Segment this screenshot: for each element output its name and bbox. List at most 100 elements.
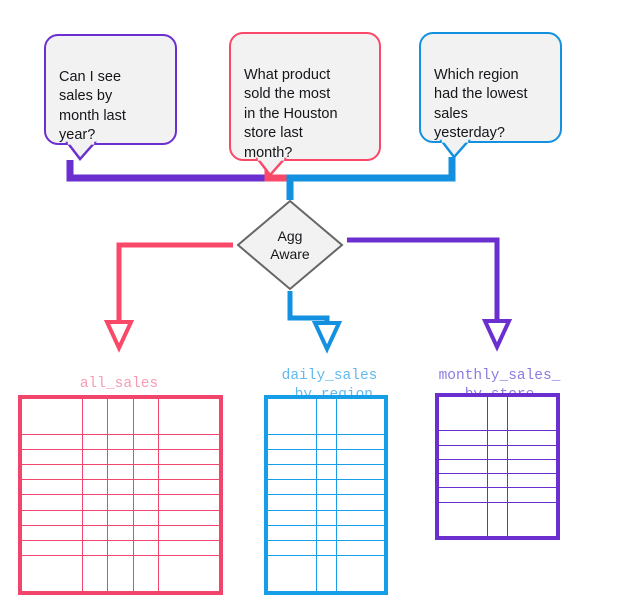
table-cell bbox=[486, 458, 509, 475]
table-cell bbox=[157, 494, 222, 511]
table-cell bbox=[265, 554, 317, 594]
question-bubble-text: What product sold the most in the Housto… bbox=[244, 66, 338, 161]
table-row bbox=[265, 434, 387, 451]
table-cell bbox=[436, 501, 488, 539]
table-cell bbox=[157, 464, 222, 481]
table-cell bbox=[335, 554, 387, 594]
table-row bbox=[265, 449, 387, 466]
table-cell bbox=[107, 449, 134, 466]
table-cell bbox=[19, 449, 84, 466]
table-row bbox=[19, 554, 222, 594]
arrowhead-daily-sales bbox=[311, 321, 343, 354]
table-cell bbox=[436, 430, 488, 446]
table-cell bbox=[19, 479, 84, 496]
table-cell bbox=[82, 434, 109, 451]
table-cell bbox=[265, 524, 317, 541]
table-cell bbox=[157, 396, 222, 436]
table-cell bbox=[486, 501, 509, 539]
table-cell bbox=[132, 449, 159, 466]
table-cell bbox=[265, 539, 317, 556]
table-cell bbox=[507, 501, 559, 539]
table-cell bbox=[486, 444, 509, 460]
bubble-tail-icon bbox=[65, 141, 97, 161]
table-cell bbox=[132, 524, 159, 541]
table-cell bbox=[82, 524, 109, 541]
table-cell bbox=[107, 554, 134, 594]
table-row bbox=[19, 524, 222, 541]
table-cell bbox=[82, 479, 109, 496]
table-cell bbox=[157, 554, 222, 594]
table-cell bbox=[107, 396, 134, 436]
table-cell bbox=[436, 444, 488, 460]
table-cell bbox=[335, 539, 387, 556]
table-cell bbox=[19, 539, 84, 556]
table-cell bbox=[507, 458, 559, 475]
table-caption-text: all_sales bbox=[79, 376, 159, 392]
table-cell bbox=[19, 554, 84, 594]
table-cell bbox=[19, 464, 84, 481]
table-cell bbox=[315, 554, 337, 594]
table-cell bbox=[335, 494, 387, 511]
table-cell bbox=[82, 509, 109, 526]
wire-lowest-region-to-router bbox=[286, 157, 456, 200]
table-row bbox=[19, 396, 222, 436]
table-cell bbox=[107, 494, 134, 511]
question-bubble-lowest-region[interactable]: Which region had the lowest sales yester… bbox=[419, 32, 562, 159]
table-caption-all-sales: all_sales bbox=[44, 356, 194, 394]
table-grid-all-sales[interactable] bbox=[18, 395, 223, 595]
table-cell bbox=[107, 479, 134, 496]
table-cell bbox=[19, 494, 84, 511]
question-bubble-top-product[interactable]: What product sold the most in the Housto… bbox=[229, 32, 381, 177]
table-cell bbox=[436, 473, 488, 489]
question-bubble-sales-by-month[interactable]: Can I see sales by month last year? bbox=[44, 34, 177, 161]
table-row bbox=[265, 396, 387, 436]
table-row bbox=[19, 464, 222, 481]
table-cell bbox=[265, 479, 317, 496]
table-cell bbox=[315, 509, 337, 526]
table-cell bbox=[507, 430, 559, 446]
table-cell bbox=[486, 430, 509, 446]
table-cell bbox=[157, 539, 222, 556]
table-cell bbox=[132, 509, 159, 526]
table-cell bbox=[132, 464, 159, 481]
table-cell bbox=[107, 464, 134, 481]
table-cell bbox=[315, 464, 337, 481]
table-row bbox=[265, 524, 387, 541]
table-row bbox=[265, 464, 387, 481]
table-row bbox=[19, 434, 222, 451]
table-cell bbox=[335, 449, 387, 466]
table-row bbox=[19, 509, 222, 526]
table-cell bbox=[132, 539, 159, 556]
table-cell bbox=[335, 396, 387, 436]
table-cell bbox=[315, 479, 337, 496]
table-cell bbox=[335, 479, 387, 496]
table-cell bbox=[157, 449, 222, 466]
table-row bbox=[19, 494, 222, 511]
arrowhead-all-sales bbox=[103, 320, 135, 353]
table-cell bbox=[436, 394, 488, 432]
table-cell bbox=[19, 524, 84, 541]
table-cell bbox=[19, 396, 84, 436]
table-cell bbox=[132, 554, 159, 594]
agg-aware-router-node[interactable]: Agg Aware bbox=[235, 198, 345, 292]
diamond-shape-icon bbox=[236, 199, 344, 291]
table-row bbox=[436, 458, 559, 475]
arrowhead-monthly-sales bbox=[481, 319, 513, 352]
table-cell bbox=[82, 539, 109, 556]
table-cell bbox=[132, 396, 159, 436]
table-row bbox=[436, 444, 559, 460]
table-grid-monthly-sales-by-store[interactable] bbox=[435, 393, 560, 540]
table-cell bbox=[157, 509, 222, 526]
table-cell bbox=[315, 494, 337, 511]
table-row bbox=[436, 501, 559, 539]
table-grid-daily-sales-by-region[interactable] bbox=[264, 395, 388, 595]
table-cell bbox=[265, 494, 317, 511]
table-row bbox=[265, 494, 387, 511]
table-cell bbox=[486, 473, 509, 489]
table-cell bbox=[82, 554, 109, 594]
table-cell bbox=[265, 464, 317, 481]
table-cell bbox=[315, 524, 337, 541]
agg-aware-label: Agg Aware bbox=[270, 228, 310, 262]
table-cell bbox=[132, 494, 159, 511]
